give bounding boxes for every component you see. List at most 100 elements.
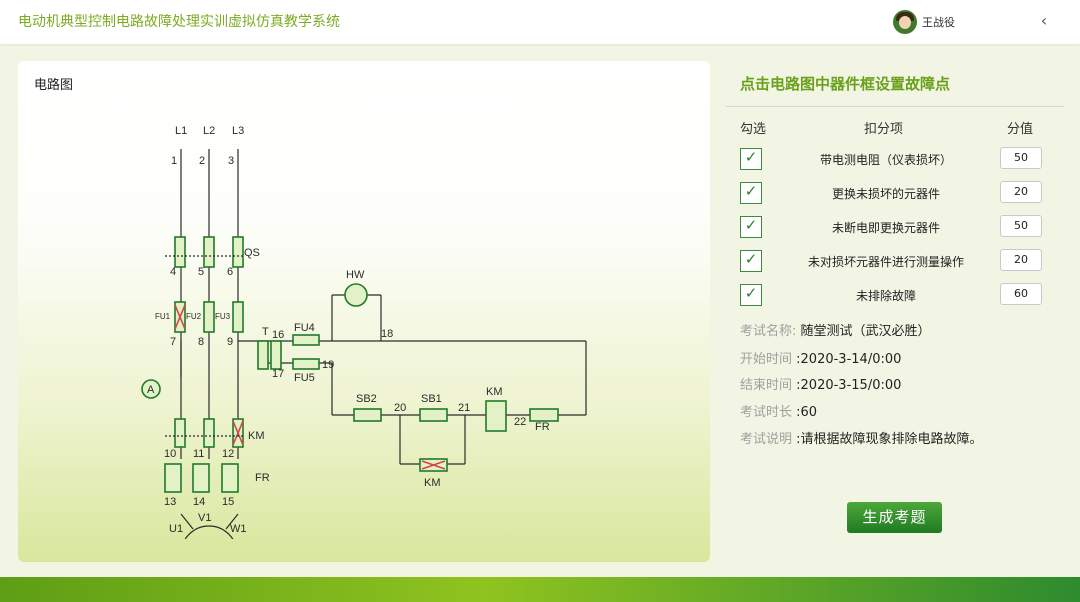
label-FU2: FU2	[186, 312, 202, 321]
node-11: 11	[193, 448, 204, 460]
exam-description: 考试说明 :请根据故障现象排除电路故障。	[740, 428, 983, 447]
node-21: 21	[458, 402, 470, 414]
exam-end-value: :2020-3-15/0:00	[796, 378, 902, 393]
app-title: 电动机典型控制电路故障处理实训虚拟仿真教学系统	[18, 14, 340, 30]
node-14: 14	[193, 496, 205, 508]
label-FU4: FU4	[294, 322, 315, 334]
exam-duration: 考试时长 :60	[740, 401, 817, 420]
label-FU5: FU5	[294, 372, 315, 384]
panel-title: 电路图	[34, 78, 74, 93]
node-8: 8	[198, 336, 204, 348]
node-15: 15	[222, 496, 234, 508]
exam-name: 考试名称: 随堂测试（武汉必胜）	[740, 320, 931, 339]
check-icon: ✓	[744, 216, 758, 234]
label-KM-aux: KM	[424, 477, 441, 489]
label-SB1: SB1	[421, 393, 442, 405]
check-icon: ✓	[744, 250, 758, 268]
exam-start-key: 开始时间	[740, 352, 793, 367]
label-L1: L1	[175, 125, 187, 137]
penalty-label: 未对损坏元器件进行测量操作	[807, 255, 964, 269]
node-7: 7	[170, 336, 176, 348]
node-5: 5	[198, 266, 204, 278]
label-SB2: SB2	[356, 393, 377, 405]
score-input[interactable]: 20	[1000, 249, 1042, 271]
exam-start-value: :2020-3-14/0:00	[796, 352, 902, 367]
penalty-row: ✓ 更换未损坏的元器件 20	[726, 180, 1064, 208]
exam-end-key: 结束时间	[740, 378, 793, 393]
node-4: 4	[170, 266, 176, 278]
label-FR-main: FR	[255, 472, 270, 484]
chevron-left-icon[interactable]: ‹	[1040, 11, 1048, 30]
footer-bar	[0, 577, 1080, 602]
label-L2: L2	[203, 125, 215, 137]
penalty-label: 未断电即更换元器件	[831, 221, 940, 235]
exam-start: 开始时间 :2020-3-14/0:00	[740, 348, 901, 367]
node-17: 17	[272, 368, 284, 380]
header-score: 分值	[1007, 122, 1034, 137]
node-6: 6	[227, 266, 233, 278]
check-icon: ✓	[744, 148, 758, 166]
node-2: 2	[199, 155, 205, 167]
score-input[interactable]: 20	[1000, 181, 1042, 203]
header-item: 扣分项	[864, 122, 904, 137]
penalty-label: 未排除故障	[855, 289, 916, 303]
penalty-label: 更换未损坏的元器件	[831, 187, 940, 201]
exam-duration-value: :60	[796, 405, 818, 420]
check-icon: ✓	[744, 182, 758, 200]
node-1: 1	[171, 155, 177, 167]
node-9: 9	[227, 336, 233, 348]
panel-title: 点击电路图中器件框设置故障点	[740, 75, 951, 93]
exam-desc-key: 考试说明	[740, 432, 793, 447]
user-avatar[interactable]	[893, 10, 917, 34]
label-FU1: FU1	[155, 312, 171, 321]
label-L3: L3	[232, 125, 244, 137]
label-KM-coil: KM	[486, 386, 503, 398]
row-checkbox[interactable]: ✓	[740, 250, 762, 272]
penalty-label: 带电测电阻（仪表损坏）	[819, 153, 952, 167]
row-checkbox[interactable]: ✓	[740, 216, 762, 238]
header-check: 勾选	[740, 122, 767, 137]
score-input[interactable]: 50	[1000, 215, 1042, 237]
circuit-diagram: L1 L2 L3 1 2 3 QS 4 5 6 FU1 FU2 FU3 7 8 …	[141, 125, 587, 539]
label-FU3: FU3	[215, 312, 231, 321]
label-FR-ctrl: FR	[535, 421, 550, 433]
circuit-labels: L1 L2 L3 1 2 3 QS 4 5 6 FU1 FU2 FU3 7 8 …	[147, 125, 550, 535]
node-20: 20	[394, 402, 406, 414]
score-input[interactable]: 60	[1000, 283, 1042, 305]
label-HW: HW	[346, 269, 365, 281]
node-16: 16	[272, 329, 284, 341]
exam-desc-value: :请根据故障现象排除电路故障。	[796, 432, 983, 447]
label-QS: QS	[244, 247, 260, 259]
node-19: 19	[322, 359, 334, 371]
score-input[interactable]: 50	[1000, 147, 1042, 169]
label-W1: W1	[230, 523, 247, 535]
top-bar: 电动机典型控制电路故障处理实训虚拟仿真教学系统 王战役 ‹	[0, 0, 1080, 44]
generate-exam-button[interactable]: 生成考题	[847, 502, 942, 533]
penalty-row: ✓ 未排除故障 60	[726, 282, 1064, 310]
username[interactable]: 王战役	[922, 16, 955, 29]
fault-settings-panel: 点击电路图中器件框设置故障点 勾选 扣分项 分值 ✓ 带电测电阻（仪表损坏） 5…	[726, 61, 1064, 562]
label-V1: V1	[198, 512, 211, 524]
row-checkbox[interactable]: ✓	[740, 182, 762, 204]
check-icon: ✓	[744, 284, 758, 302]
row-checkbox[interactable]: ✓	[740, 148, 762, 170]
node-18: 18	[381, 328, 393, 340]
node-12: 12	[222, 448, 234, 460]
label-U1: U1	[169, 523, 183, 535]
node-22: 22	[514, 416, 526, 428]
penalty-row: ✓ 带电测电阻（仪表损坏） 50	[726, 146, 1064, 174]
circuit-panel: 电路图	[18, 61, 710, 562]
exam-name-value: 随堂测试（武汉必胜）	[800, 324, 931, 339]
label-T: T	[262, 326, 269, 338]
row-checkbox[interactable]: ✓	[740, 284, 762, 306]
fault-marks	[174, 304, 446, 470]
label-ammeter: A	[147, 384, 155, 396]
exam-name-key: 考试名称:	[740, 324, 797, 339]
node-10: 10	[164, 448, 176, 460]
node-13: 13	[164, 496, 176, 508]
node-3: 3	[228, 155, 234, 167]
exam-end: 结束时间 :2020-3-15/0:00	[740, 374, 901, 393]
circuit-wires	[180, 149, 587, 539]
divider	[726, 106, 1064, 107]
exam-duration-key: 考试时长	[740, 405, 793, 420]
